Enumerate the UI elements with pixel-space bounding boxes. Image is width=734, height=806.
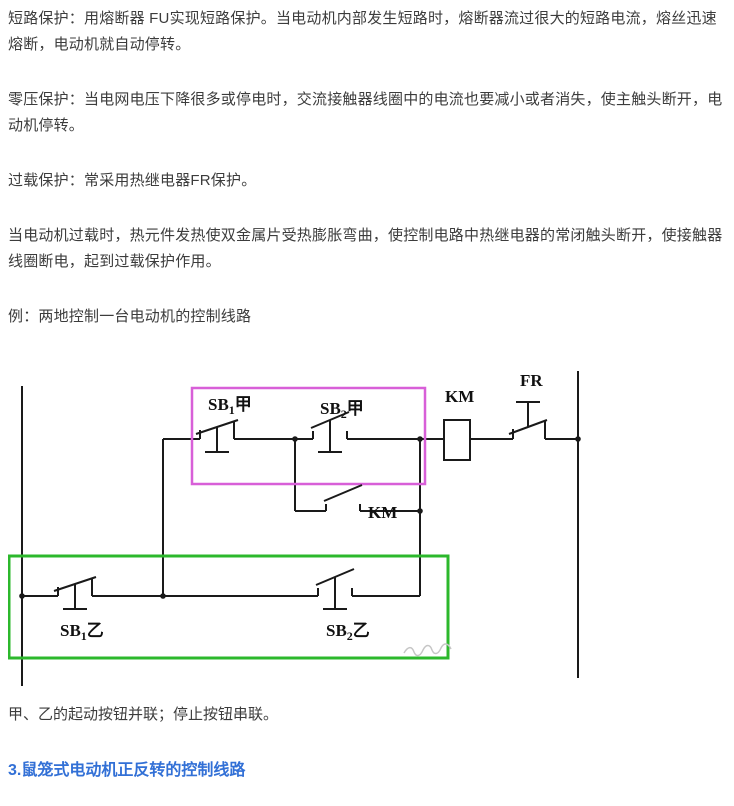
control-circuit-diagram: SB1甲 SB2甲 KM FR (8, 366, 724, 696)
sb1-jia-stop-button (195, 419, 239, 453)
label-sb1-jia: SB1甲 (208, 395, 252, 417)
paragraph-zero-voltage-protection: 零压保护：当电网电压下降很多或停电时，交流接触器线圈中的电流也要减小或者消失，使… (8, 91, 723, 134)
sb2-jia-start-button (310, 411, 350, 453)
diagram-caption: 甲、乙的起动按钮并联；停止按钮串联。 (8, 706, 279, 723)
highlight-box-yi (8, 554, 450, 660)
power-rails (21, 371, 579, 686)
paragraph-short-circuit-protection: 短路保护：用熔断器 FU实现短路保护。当电动机内部发生短路时，熔断器流过很大的短… (8, 10, 717, 53)
paragraph-example-title: 例：两地控制一台电动机的控制线路 (8, 308, 252, 325)
km-coil (443, 419, 471, 461)
label-fr: FR (520, 371, 543, 390)
label-km-coil: KM (445, 387, 474, 406)
junction-dots (19, 436, 581, 599)
km-aux-contact (323, 484, 363, 511)
circuit-wires (22, 438, 578, 597)
watermark (403, 643, 452, 657)
label-sb2-jia: SB2甲 (320, 399, 364, 421)
section-heading: 3.鼠笼式电动机正反转的控制线路 (8, 762, 246, 779)
paragraph-overload-detail: 当电动机过载时，热元件发热使双金属片受热膨胀弯曲，使控制电路中热继电器的常闭触头… (8, 227, 723, 270)
paragraph-overload-protection: 过载保护：常采用热继电器FR保护。 (8, 172, 257, 189)
highlight-box-jia (190, 386, 427, 486)
circuit-svg: SB1甲 SB2甲 KM FR (8, 371, 581, 686)
fr-thermal-contact (508, 401, 548, 439)
label-sb1-yi: SB1乙 (60, 621, 104, 643)
label-sb2-yi: SB2乙 (326, 621, 370, 643)
sb1-yi-stop-button (53, 576, 97, 610)
label-km-contact: KM (368, 503, 397, 522)
sb2-yi-start-button (315, 568, 355, 610)
